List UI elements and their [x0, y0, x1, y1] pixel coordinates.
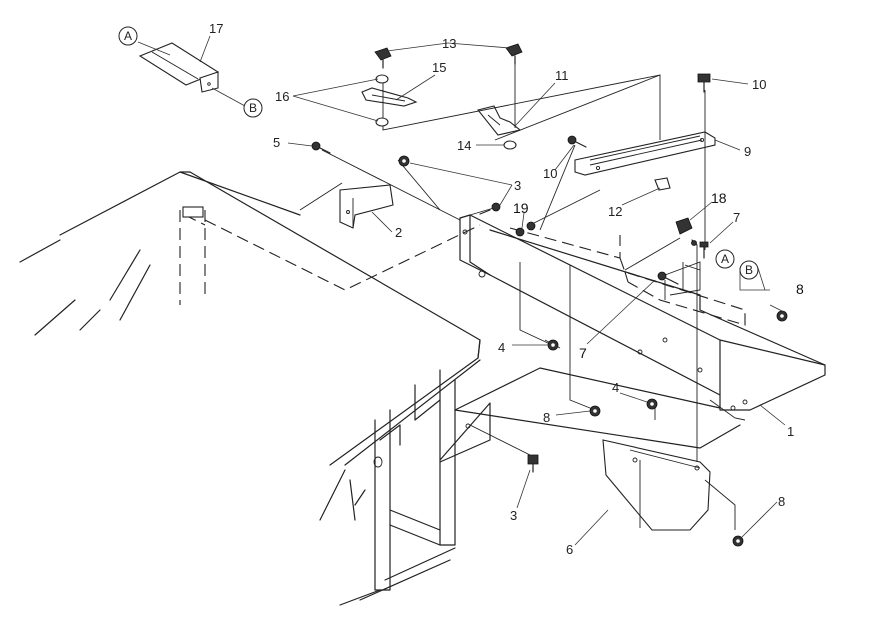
- callout-10-top: 10: [752, 77, 766, 92]
- callout-1: 1: [787, 424, 794, 439]
- callout-7-lower: 7: [579, 345, 587, 361]
- marker-a-right: A: [715, 249, 735, 269]
- table: [19, 171, 481, 606]
- marker-b-top: B: [243, 98, 263, 118]
- callout-6: 6: [566, 542, 573, 557]
- svg-text:B: B: [249, 101, 257, 115]
- lower-plate: [439, 367, 741, 463]
- callout-3-top: 3: [514, 178, 521, 193]
- marker-b-right: B: [739, 260, 759, 280]
- screw-5: [311, 141, 331, 154]
- callout-12: 12: [608, 204, 622, 219]
- callout-numbers: 17 13 15 16 11 14 10 9 10 12 5 3 2 19 18…: [209, 21, 804, 557]
- marker-a-top: A: [118, 26, 138, 46]
- callout-5: 5: [273, 135, 280, 150]
- callout-7-right: 7: [733, 210, 740, 225]
- callout-13: 13: [442, 36, 456, 51]
- svg-text:A: A: [124, 29, 132, 43]
- hidden-assembly: [509, 227, 746, 326]
- callout-9: 9: [744, 144, 751, 159]
- assembly-lines: [299, 60, 736, 530]
- callout-11: 11: [555, 68, 569, 83]
- leader-lines: [137, 35, 786, 546]
- callout-8-mid: 8: [543, 410, 550, 425]
- callout-16: 16: [275, 89, 289, 104]
- callout-14: 14: [457, 138, 471, 153]
- svg-text:A: A: [721, 252, 729, 266]
- rail-9: [574, 131, 716, 191]
- callout-4-upper: 4: [498, 340, 505, 355]
- circled-markers: A B A B: [118, 26, 759, 280]
- callout-19: 19: [513, 200, 529, 216]
- callout-8-right: 8: [796, 281, 804, 297]
- fasteners: [311, 43, 788, 547]
- callout-18: 18: [711, 190, 727, 206]
- svg-text:B: B: [745, 263, 753, 277]
- callout-10-left: 10: [543, 166, 557, 181]
- cover-6: [602, 439, 711, 531]
- main-panel: [459, 214, 826, 421]
- part-11: [477, 105, 522, 136]
- callout-17: 17: [209, 21, 223, 36]
- callout-8-bottom: 8: [778, 494, 785, 509]
- callout-4-lower: 4: [612, 380, 619, 395]
- part-15: [361, 87, 418, 107]
- bracket-2: [339, 184, 394, 229]
- callout-2: 2: [395, 225, 402, 240]
- plate-17: [138, 42, 220, 93]
- callout-15: 15: [432, 60, 446, 75]
- callout-3-bottom: 3: [510, 508, 517, 523]
